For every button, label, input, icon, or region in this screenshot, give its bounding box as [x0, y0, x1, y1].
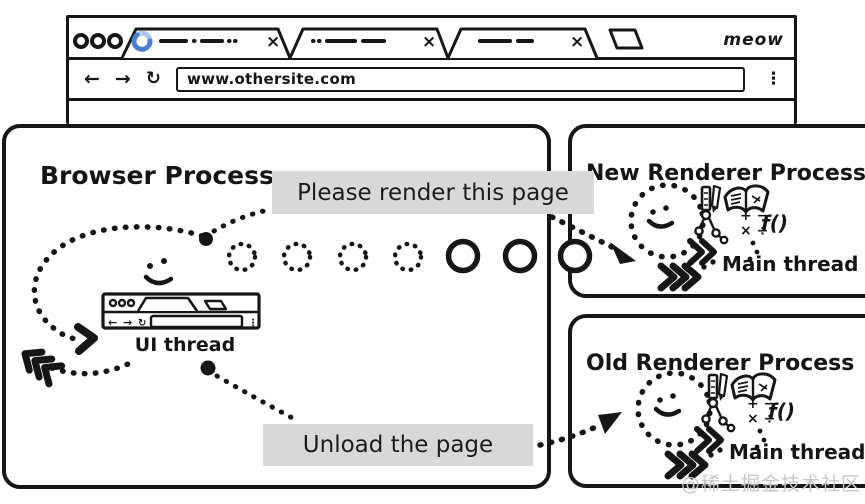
unload-page-message: Unload the page: [263, 424, 533, 466]
tab-2[interactable]: ×: [288, 27, 450, 59]
tab-close-icon[interactable]: ×: [570, 32, 584, 52]
please-render-message: Please render this page: [272, 171, 594, 214]
tab-close-icon[interactable]: ×: [422, 32, 436, 52]
browser-process-title: Browser Process: [40, 160, 274, 190]
new-renderer-title: New Renderer Process: [586, 161, 865, 187]
new-tab-button[interactable]: [608, 28, 644, 50]
main-thread-label-old: Main thread: [729, 440, 865, 464]
back-icon[interactable]: ←: [84, 67, 100, 90]
traffic-lights-icon[interactable]: [73, 33, 123, 49]
url-bar[interactable]: www.othersite.com: [175, 66, 745, 92]
ui-thread-label: UI thread: [134, 334, 236, 356]
browser-window-illustration: × × ×: [66, 15, 797, 124]
tab-1[interactable]: ×: [120, 27, 292, 59]
menu-dots-icon[interactable]: ⋮: [764, 69, 782, 89]
reload-icon[interactable]: ↻: [145, 68, 161, 89]
tab-3[interactable]: ×: [446, 27, 599, 59]
old-renderer-title: Old Renderer Process: [586, 351, 855, 377]
main-thread-label-new: Main thread: [722, 252, 859, 276]
navigation-bar: ← → ↻ www.othersite.com ⋮: [69, 60, 794, 101]
watermark: @稀土掘金技术社区: [681, 473, 862, 495]
tab-close-icon[interactable]: ×: [266, 32, 280, 52]
tab-bar: × × ×: [69, 27, 794, 60]
forward-icon[interactable]: →: [114, 67, 131, 90]
loading-spinner-icon: [131, 30, 153, 52]
meow-doodle: meow: [723, 30, 784, 50]
